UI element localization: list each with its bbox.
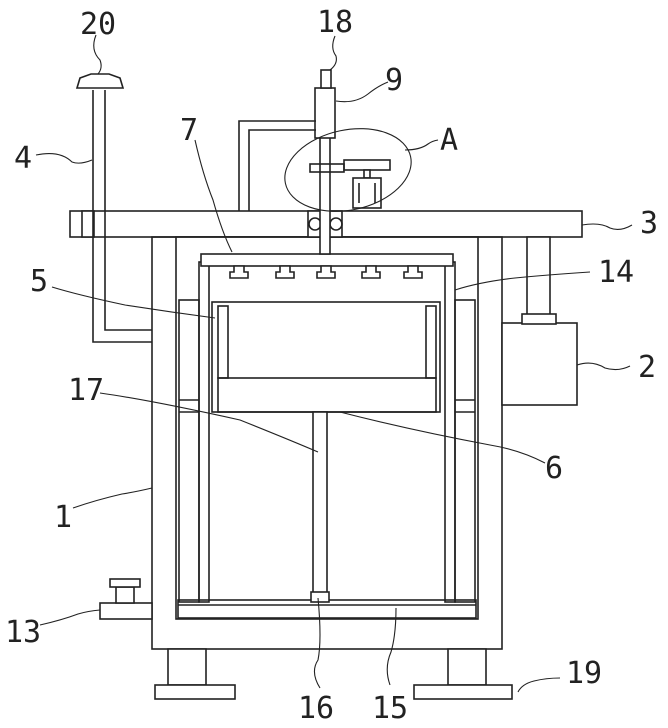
leader-lines: [35, 34, 633, 693]
label-17: 17: [68, 373, 104, 408]
label-16: 16: [298, 691, 334, 726]
basket: [211, 301, 441, 413]
side-box: [501, 236, 578, 406]
label-3: 3: [640, 206, 658, 241]
main-shaft: [314, 69, 336, 255]
label-5: 5: [30, 264, 48, 299]
feed-pipe: [75, 73, 152, 343]
part-labels: 20 18 9 A 7 4 5 17 1 13 16 15 19 6 2 3 1…: [5, 5, 658, 726]
spray-header: [200, 253, 454, 279]
drain-valve: [99, 578, 153, 620]
label-1: 1: [54, 500, 72, 535]
label-7: 7: [180, 113, 198, 148]
gear-assembly: [238, 120, 412, 212]
label-2: 2: [638, 350, 656, 385]
support-legs: [154, 648, 513, 700]
label-6: 6: [545, 451, 563, 486]
label-19: 19: [566, 656, 602, 691]
label-14: 14: [598, 255, 634, 290]
label-20: 20: [80, 7, 116, 42]
lifting-rod: [310, 411, 330, 603]
label-18: 18: [317, 5, 353, 40]
label-4: 4: [14, 141, 32, 176]
label-15: 15: [372, 691, 408, 726]
label-A: A: [440, 123, 458, 158]
label-13: 13: [5, 615, 41, 650]
nozzles: [229, 265, 423, 279]
label-9: 9: [385, 63, 403, 98]
